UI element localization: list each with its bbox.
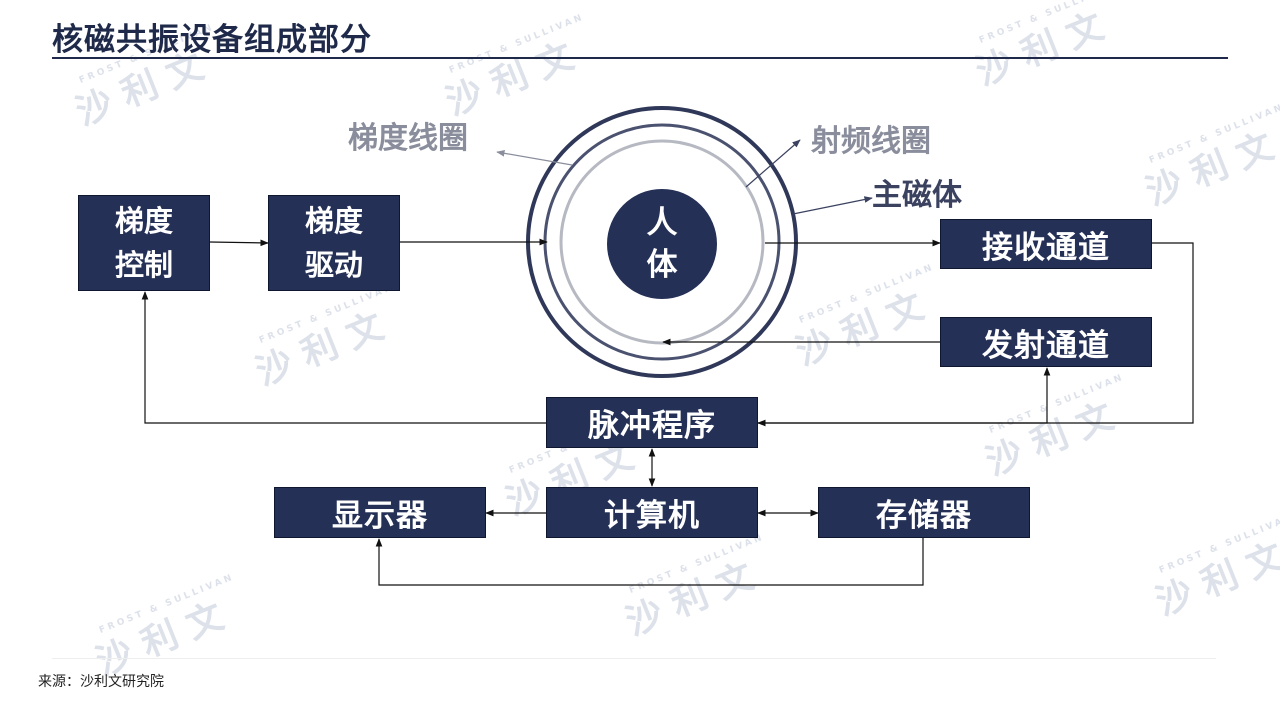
footer-divider xyxy=(52,658,1216,659)
connector-pulse-to-control xyxy=(141,291,546,424)
gradient-coil-pointer xyxy=(496,149,573,166)
pulse-program-node: 脉冲程序 xyxy=(546,397,758,448)
human-body-node: 人 体 xyxy=(607,189,717,299)
source-note: 来源：沙利文研究院 xyxy=(38,674,164,690)
gradient-control-node: 梯度 控制 xyxy=(78,195,210,291)
page-title: 核磁共振设备组成部分 xyxy=(52,22,372,58)
display-node: 显示器 xyxy=(274,487,486,538)
computer-node: 计算机 xyxy=(546,487,758,538)
connector-storage-to-display xyxy=(375,538,924,586)
title-divider xyxy=(52,57,1228,59)
receive-channel-node: 接收通道 xyxy=(940,219,1152,269)
transmit-channel-node: 发射通道 xyxy=(940,317,1152,367)
rf-coil-label: 射频线圈 xyxy=(811,124,931,159)
main-magnet-label: 主磁体 xyxy=(872,178,962,213)
connector-pulse-to-transmit xyxy=(758,367,1051,424)
storage-node: 存储器 xyxy=(818,487,1030,538)
rf-coil-pointer xyxy=(745,139,801,188)
rf-coil-ring xyxy=(559,139,765,345)
gradient-coil-label: 梯度线圈 xyxy=(348,121,468,156)
gradient-drive-node: 梯度 驱动 xyxy=(268,195,400,291)
main-magnet-pointer xyxy=(792,196,873,215)
connector-control-to-drive xyxy=(209,239,269,247)
